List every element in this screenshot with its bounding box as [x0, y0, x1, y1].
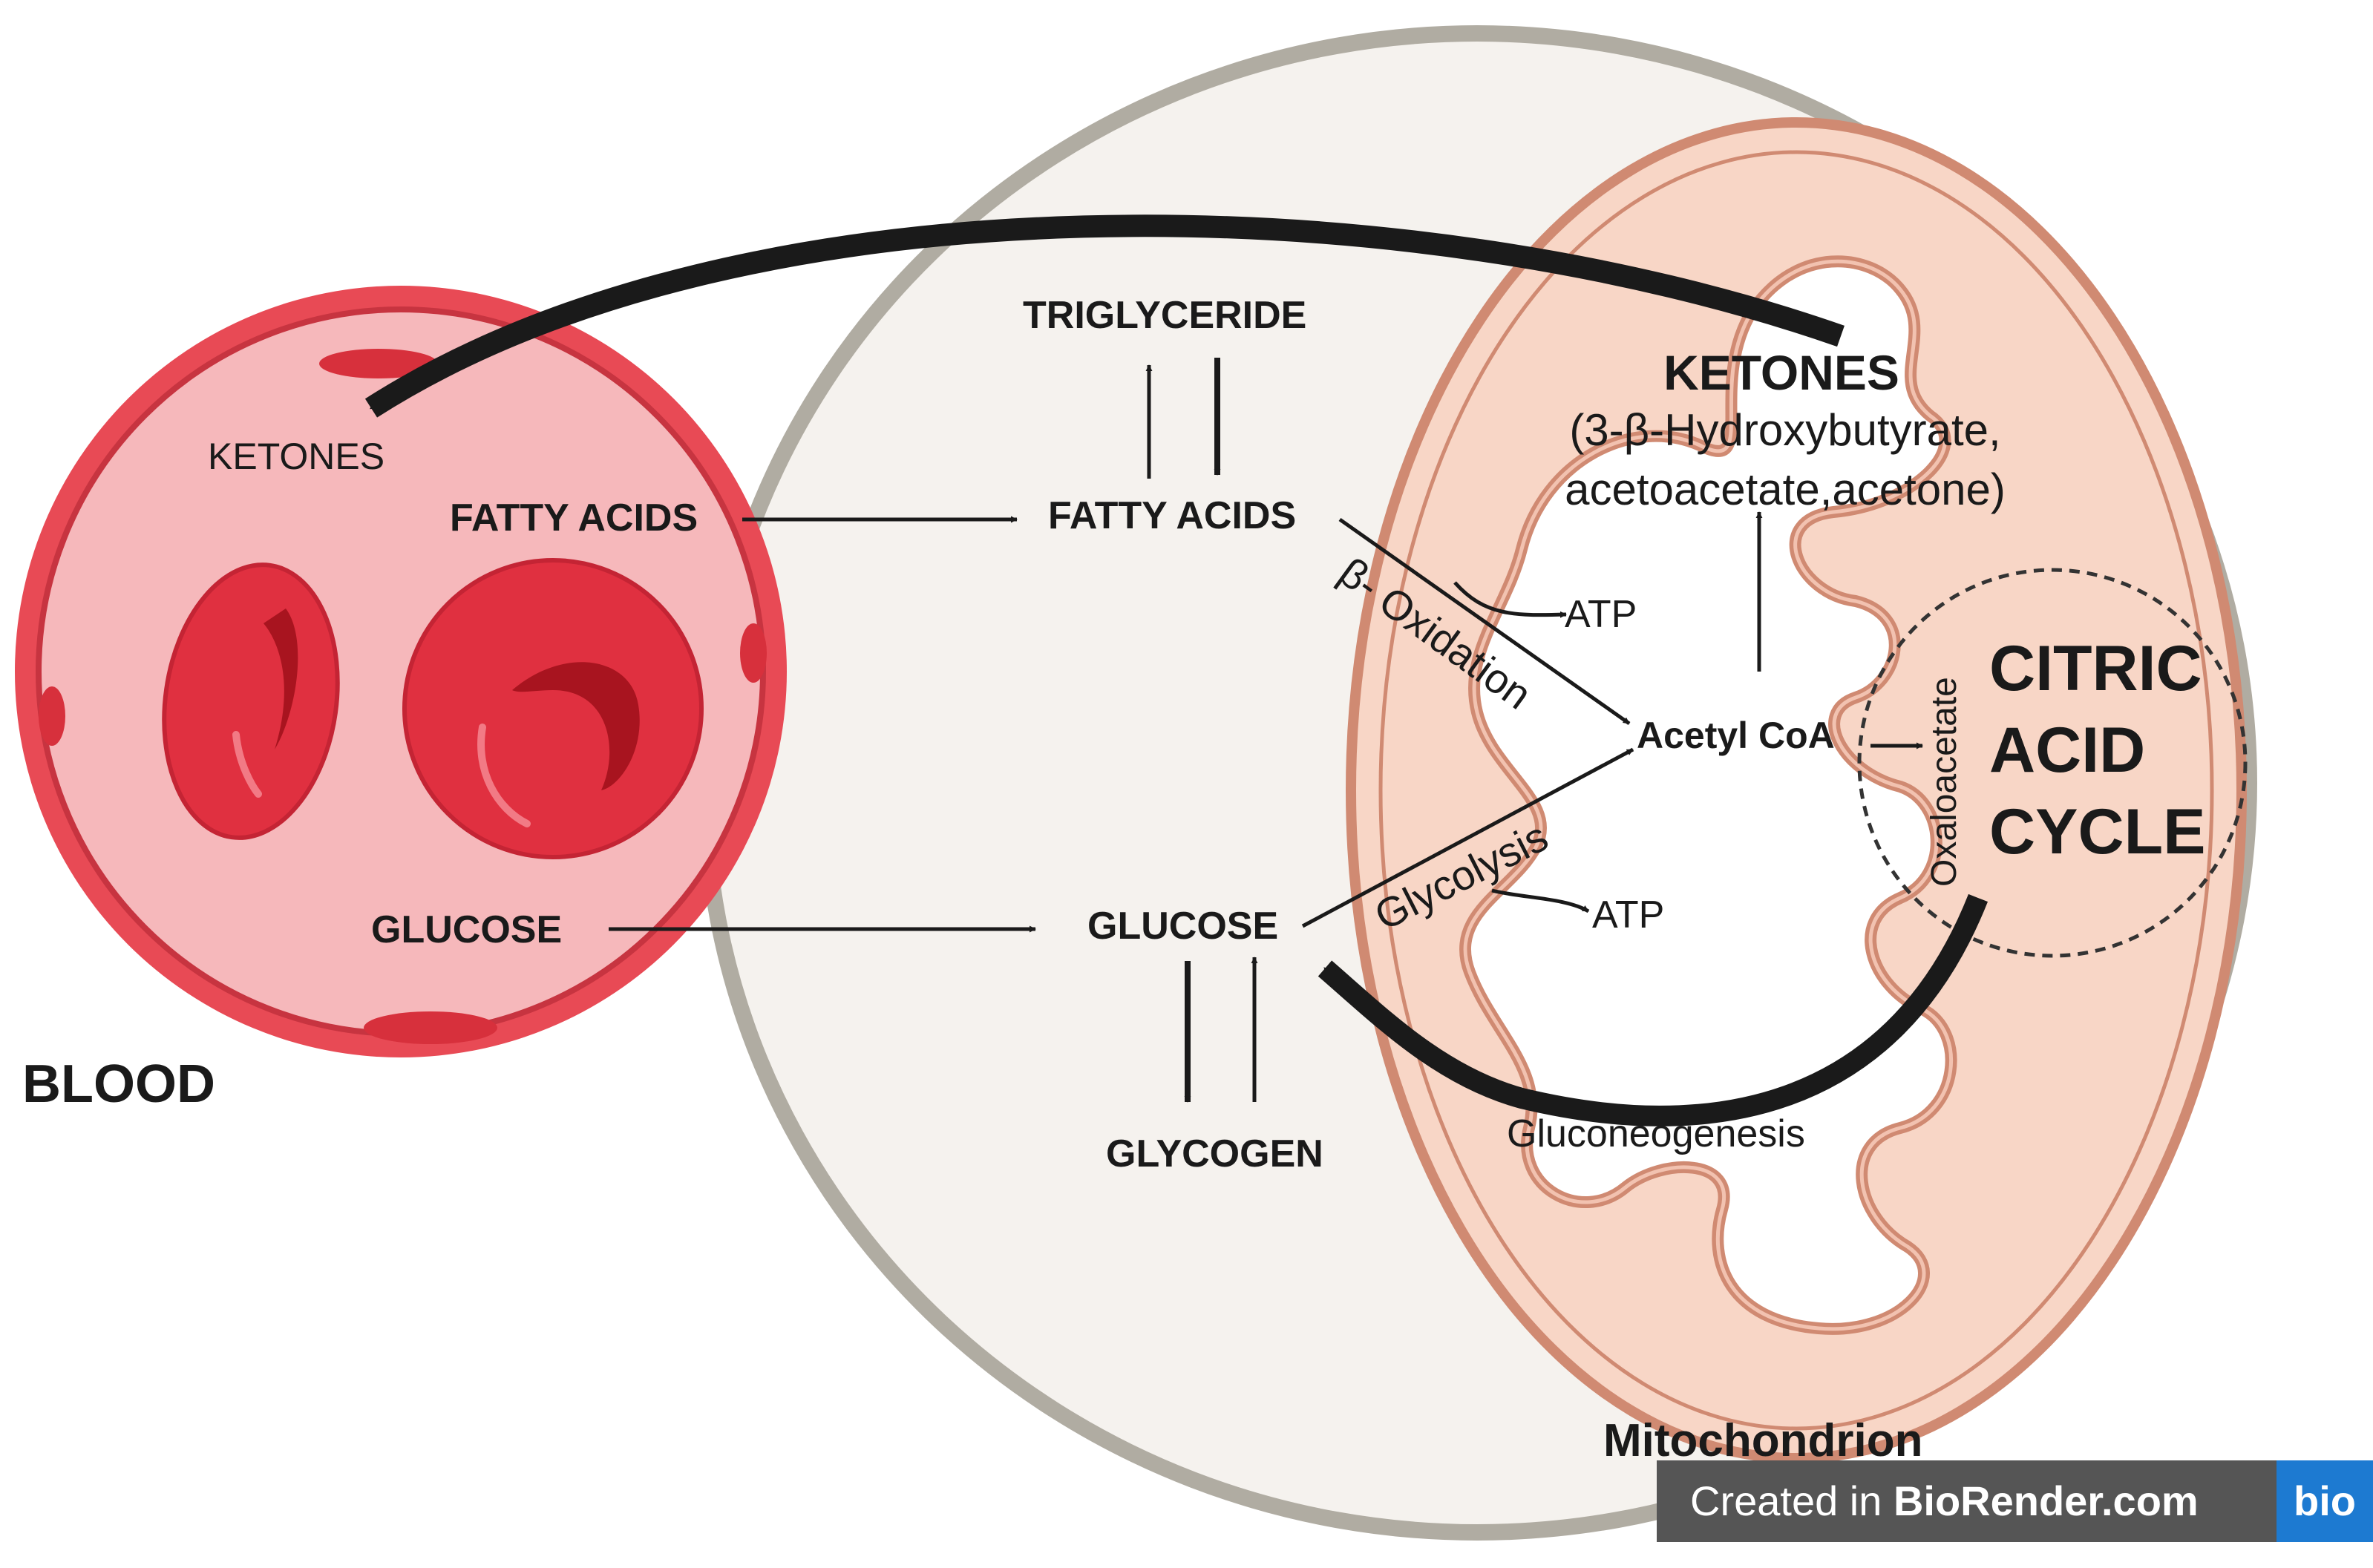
atp-beta-label: ATP — [1565, 593, 1637, 636]
triglyceride-label: TRIGLYCERIDE — [1023, 294, 1306, 337]
watermark-prefix: Created in — [1690, 1477, 1882, 1524]
ketones-export-arrow — [364, 214, 1845, 418]
red-blood-cell-left — [162, 562, 340, 840]
citric-line-3: CYCLE — [1989, 796, 2205, 867]
citric-acid-cycle-circle — [1857, 568, 2248, 958]
watermark-text: Created in BioRender.com — [1690, 1460, 2199, 1542]
glycogen-label: GLYCOGEN — [1106, 1132, 1323, 1175]
cell-glucose-label: GLUCOSE — [1087, 905, 1278, 948]
cell-fatty-acids-label: FATTY ACIDS — [1048, 494, 1296, 537]
acetyl-coa-label: Acetyl CoA — [1637, 715, 1835, 756]
ketones-title: KETONES — [1663, 345, 1899, 400]
blood-glucose-label: GLUCOSE — [371, 908, 562, 951]
atp-glycolysis-label: ATP — [1592, 893, 1664, 936]
mitochondrion-label: Mitochondrion — [1603, 1415, 1922, 1466]
blood-ketones-label: KETONES — [208, 436, 384, 477]
oxaloacetate-label: Oxaloacetate — [1925, 677, 1964, 887]
watermark-brand: BioRender.com — [1893, 1477, 2199, 1524]
gluconeogenesis-arrow — [1318, 893, 1989, 1126]
citric-line-1: CITRIC — [1989, 633, 2202, 704]
ketones-line-1: (3-β-Hydroxybutyrate, — [1569, 405, 2000, 455]
blood-vessel — [15, 286, 787, 1057]
blood-fatty-acids-label: FATTY ACIDS — [450, 496, 698, 539]
gluconeogenesis-label: Gluconeogenesis — [1507, 1112, 1805, 1155]
pathway-arrows — [609, 358, 1923, 1103]
biorender-watermark: Created in BioRender.com bio — [1657, 1460, 2373, 1542]
citric-line-2: ACID — [1989, 715, 2145, 786]
blood-label: BLOOD — [22, 1054, 215, 1114]
biorender-logo: bio — [2277, 1460, 2373, 1542]
red-blood-cell-right — [402, 558, 704, 859]
ketones-line-2: acetoacetate,acetone) — [1565, 465, 2006, 514]
